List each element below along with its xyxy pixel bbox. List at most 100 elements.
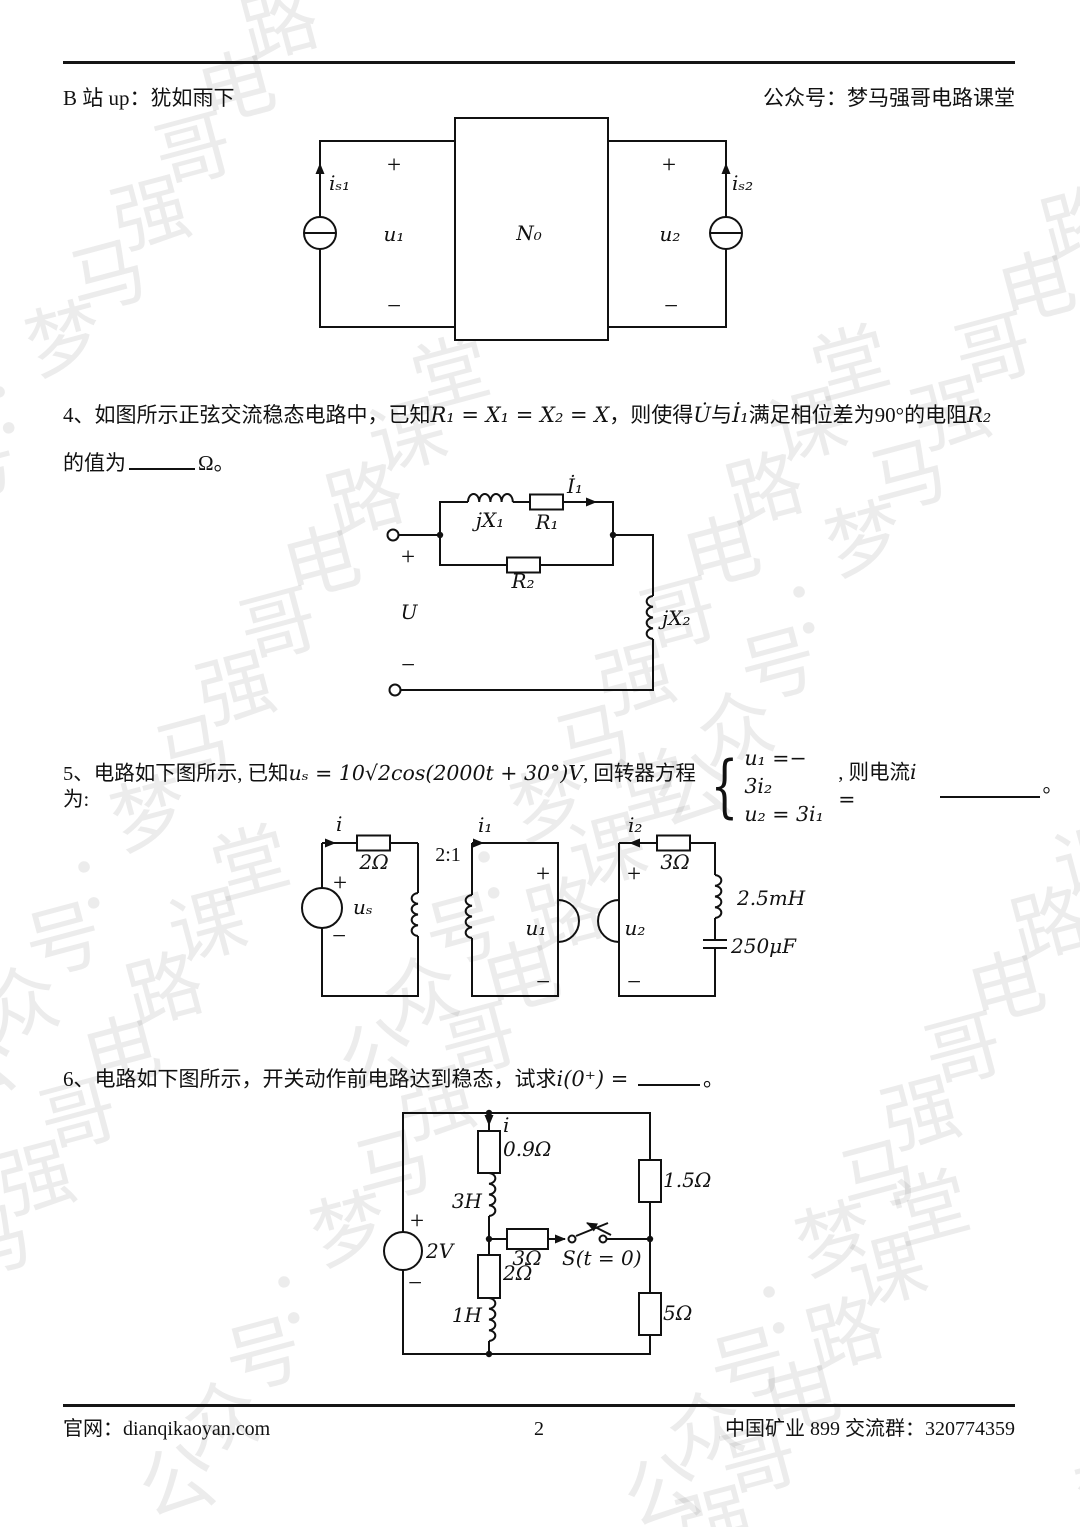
- inductor-3h: [488, 1172, 497, 1217]
- u-plus: +: [401, 544, 415, 571]
- u2-minus: −: [627, 969, 641, 996]
- source-label: 2V: [425, 1239, 456, 1263]
- circuit-q6: i 0.9Ω 3H 3Ω S(t = 0) 1.5Ω 2Ω 1H 5Ω + 2V…: [383, 1109, 711, 1358]
- i1-label: İ₁: [566, 474, 583, 498]
- two-port-box: [454, 117, 609, 341]
- inductor-1h: [488, 1297, 497, 1342]
- resistor-0.9ohm: [477, 1130, 501, 1174]
- r09-label: 0.9Ω: [503, 1137, 551, 1161]
- transformer-primary-coil: [410, 892, 419, 937]
- terminal-top: [386, 528, 400, 542]
- header-rule: [63, 61, 1015, 64]
- page-footer: 官网：dianqikaoyan.com 2 中国矿业 899 交流群：32077…: [63, 1412, 1015, 1441]
- us-minus: −: [332, 923, 346, 950]
- u-minus: −: [401, 652, 415, 679]
- q6-text: 6、电路如下图所示，开关动作前电路达到稳态，试求i(0⁺) =: [63, 1067, 635, 1092]
- page-number: 2: [534, 1418, 544, 1440]
- u2-minus: −: [664, 293, 678, 320]
- q4-answer-blank[interactable]: [129, 446, 195, 470]
- question-4: 4、如图所示正弦交流稳态电路中，已知R₁ = X₁ = X₂ = X，则使得U̇…: [63, 391, 1038, 487]
- cap-label: 250μF: [730, 934, 797, 958]
- us-plus: +: [333, 870, 347, 897]
- footer-left: 官网：dianqikaoyan.com: [63, 1418, 271, 1440]
- node-mid: [485, 1235, 493, 1243]
- gyrator-right-arc: [597, 899, 620, 943]
- jx1-label: jX₁: [472, 508, 504, 532]
- u2-plus: +: [627, 861, 641, 888]
- question-6: 6、电路如下图所示，开关动作前电路达到稳态，试求i(0⁺) = 。: [63, 1062, 1038, 1094]
- q5-brace: {: [711, 745, 739, 827]
- is1-label: iₛ₁: [329, 171, 350, 195]
- q5-eq2: u₂ = 3i₁: [744, 802, 824, 826]
- node-bottom: [485, 1350, 493, 1358]
- resistor-r1: [529, 493, 564, 511]
- resistor-2ohm: [356, 834, 391, 852]
- q5-answer-blank[interactable]: [940, 774, 1040, 798]
- gyrator-left-arc: [557, 899, 580, 943]
- us-label: uₛ: [353, 895, 373, 919]
- footer-right: 中国矿业 899 交流群：320774359: [725, 1418, 1015, 1440]
- q5-text: 5、电路如下图所示, 已知uₛ = 10√2cos(2000t + 30°)V,…: [63, 760, 696, 811]
- jx2-label: jX₂: [658, 606, 690, 630]
- u2-plus: +: [662, 152, 676, 179]
- transformer-secondary-coil: [464, 894, 473, 939]
- u1-plus: +: [536, 861, 550, 888]
- outer-wires: [402, 1112, 651, 1355]
- u1-plus: +: [387, 152, 401, 179]
- u2-label: u₂: [625, 916, 646, 940]
- voltage-source-2v: [383, 1231, 423, 1271]
- i-label: i: [336, 812, 342, 836]
- source-plus: +: [410, 1208, 424, 1235]
- circuit-q5: i 2Ω 2:1 + uₛ − i₁ + u₁ − i₂ + u₂ − 3Ω 2…: [301, 812, 806, 997]
- ratio-label: 2:1: [435, 844, 461, 866]
- inductor-2.5mh: [714, 874, 723, 919]
- r15-label: 1.5Ω: [663, 1168, 711, 1192]
- l3-label: 3H: [452, 1189, 483, 1213]
- inductor-jx2: [645, 595, 654, 640]
- r3-label: 3Ω: [512, 1246, 541, 1270]
- footer-rule: [63, 1404, 1015, 1407]
- page-header: B 站 up：犹如雨下 公众号：梦马强哥电路课堂: [63, 82, 1015, 112]
- wires: [398, 501, 654, 691]
- i2-label: i₂: [628, 813, 642, 837]
- loop2-wires: [471, 842, 559, 997]
- u1-label: u₁: [384, 222, 405, 246]
- u1-label: u₁: [526, 916, 547, 940]
- is2-label: iₛ₂: [732, 171, 753, 195]
- switch-label: S(t = 0): [562, 1246, 642, 1270]
- l1-label: 1H: [452, 1303, 483, 1327]
- q6-answer-blank[interactable]: [638, 1062, 700, 1087]
- node-right: [609, 531, 617, 539]
- q5-eq1: u₁ =− 3i₂: [744, 746, 807, 798]
- u1-minus: −: [536, 969, 550, 996]
- circuit-q4: jX₁ R₁ İ₁ R₂ U + − jX₂: [386, 474, 690, 697]
- node-right: [646, 1235, 654, 1243]
- u1-minus: −: [387, 293, 401, 320]
- u-label: U: [401, 600, 419, 624]
- resistor-2ohm: [477, 1254, 501, 1299]
- resistor-1.5ohm: [638, 1159, 662, 1203]
- resistor-5ohm: [638, 1292, 662, 1336]
- switch-pole-left: [567, 1234, 577, 1244]
- q4-line1: 4、如图所示正弦交流稳态电路中，已知R₁ = X₁ = X₂ = X，则使得U̇…: [63, 403, 992, 427]
- i1-label: i₁: [478, 813, 492, 837]
- voltage-source-us: [301, 887, 343, 929]
- resistor-3ohm: [656, 834, 691, 852]
- inductor-jx1: [467, 493, 514, 503]
- question-5: 5、电路如下图所示, 已知uₛ = 10√2cos(2000t + 30°)V,…: [63, 744, 1063, 828]
- r2ohm-label: 2Ω: [358, 850, 388, 874]
- r2-label: R₂: [510, 569, 534, 593]
- loop3-wires: [618, 842, 716, 997]
- i-label: i: [503, 1113, 509, 1137]
- source-minus: −: [408, 1270, 422, 1297]
- ind-label: 2.5mH: [736, 886, 806, 910]
- n0-label: N₀: [515, 221, 542, 245]
- resistor-r2: [506, 556, 541, 574]
- node-top: [485, 1109, 493, 1117]
- r5-label: 5Ω: [663, 1301, 692, 1325]
- header-left: B 站 up：犹如雨下: [63, 86, 235, 110]
- r3ohm-label: 3Ω: [660, 850, 689, 874]
- header-right: 公众号：梦马强哥电路课堂: [763, 86, 1015, 110]
- q5-equations: u₁ =− 3i₂ u₂ = 3i₁: [744, 744, 838, 828]
